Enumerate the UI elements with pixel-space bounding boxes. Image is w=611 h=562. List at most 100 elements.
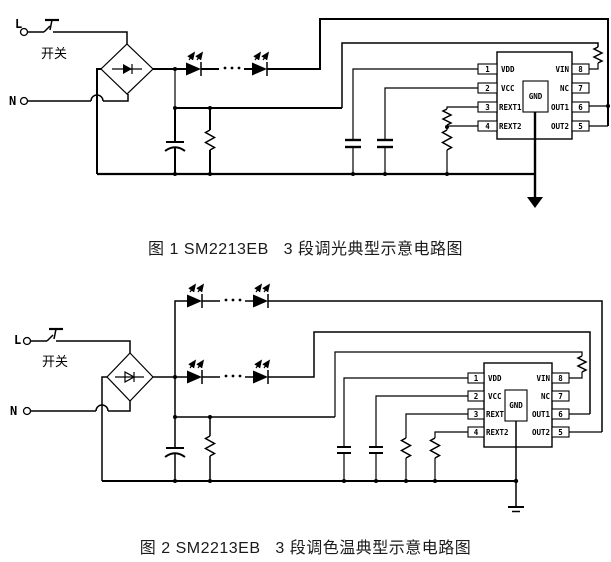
- earth-icon: [527, 197, 543, 208]
- pin-name-vcc: VCC: [501, 84, 515, 93]
- ic-sm2213eb: 1 2 3 4 8 7 6 5 VDD VCC REXT1 REXT2 VIN …: [477, 51, 590, 140]
- led-arrow-icon: [196, 283, 205, 293]
- pin-name-vdd: VDD: [501, 65, 515, 74]
- pin-number: 4: [485, 122, 490, 131]
- neutral-terminal-circle: [19, 96, 29, 106]
- pin-number: 1: [474, 374, 479, 383]
- junction-dot: [513, 478, 519, 484]
- vcc-capacitor: [369, 395, 468, 483]
- pin-number: 6: [578, 103, 583, 112]
- rext2-resistor: [428, 431, 468, 483]
- led-arrow-icon: [196, 359, 205, 369]
- led-arrow-icon: [262, 283, 271, 293]
- junction-dot: [351, 172, 355, 176]
- pin-name-vcc: VCC: [488, 392, 502, 401]
- led-return-wire: [267, 18, 609, 126]
- diode-icon: [124, 370, 136, 384]
- led-string-2: [153, 331, 591, 415]
- bleeder-resistor: [203, 417, 217, 483]
- led-arrow-icon: [261, 51, 270, 61]
- live-label: L: [15, 17, 22, 31]
- junction-dot: [342, 479, 346, 483]
- pin-name-out1: OUT1: [551, 103, 570, 112]
- pin-name-nc: NC: [541, 392, 550, 401]
- pin-name-rext2: REXT2: [499, 122, 522, 131]
- neutral-label: N: [10, 404, 17, 418]
- pin-name-out1: OUT1: [532, 410, 551, 419]
- switch-label: 开关: [42, 354, 68, 369]
- junction-dot: [173, 172, 177, 176]
- figure1-caption: 图 1 SM2213EB 3 段调光典型示意电路图: [148, 241, 463, 258]
- bleeder-resistor: [203, 108, 217, 176]
- led-arrow-icon: [254, 283, 263, 293]
- live-terminal: L: [15, 17, 44, 37]
- pin-name-rext2: REXT2: [486, 428, 509, 437]
- junction-dot: [374, 479, 378, 483]
- switch-label: 开关: [41, 46, 67, 61]
- neutral-label: N: [9, 94, 16, 108]
- pin-number: 7: [558, 392, 563, 401]
- vin-resistor: [334, 351, 588, 417]
- led-arrow-icon: [188, 359, 197, 369]
- pin-number: 7: [578, 84, 583, 93]
- ground-symbol: [527, 112, 543, 208]
- return-wire: [101, 376, 107, 481]
- figure2-caption: 图 2 SM2213EB 3 段调色温典型示意电路图: [139, 540, 472, 557]
- pin-name-vin: VIN: [536, 374, 550, 383]
- rext1-resistor: [399, 413, 468, 483]
- led-arrow-icon: [195, 51, 204, 61]
- pin-number: 6: [558, 410, 563, 419]
- live-label: L: [14, 333, 21, 347]
- led-string: [153, 18, 609, 126]
- junction-dot: [383, 172, 387, 176]
- live-terminal-circle: [22, 336, 32, 346]
- pin-number: 2: [474, 392, 479, 401]
- pin-name-rext1: REXT1: [486, 410, 509, 419]
- return-wire: [96, 68, 101, 174]
- vcc-capacitor: [377, 87, 478, 176]
- live-terminal: L: [14, 333, 47, 347]
- led-icon: [253, 294, 268, 308]
- pin-name-rext1: REXT1: [499, 103, 522, 112]
- power-switch: 开关: [42, 327, 131, 369]
- led-arrow-icon: [253, 51, 262, 61]
- neutral-terminal-circle: [22, 406, 32, 416]
- vdd-capacitor: [345, 68, 478, 176]
- pin-number: 8: [558, 374, 563, 383]
- vin-resistor: [341, 42, 604, 108]
- vdd-capacitor: [337, 377, 468, 483]
- led-string-1: [174, 283, 603, 433]
- led-icon: [187, 370, 202, 384]
- bridge-rectifier: [100, 43, 154, 95]
- bridge-rectifier: [106, 352, 154, 402]
- junction-dot: [173, 375, 177, 379]
- pin-number: 3: [474, 410, 479, 419]
- led-arrow-icon: [188, 283, 197, 293]
- junction-dot: [173, 479, 177, 483]
- pin-number: 2: [485, 84, 490, 93]
- pin-name-nc: NC: [560, 84, 569, 93]
- led-arrow-icon: [187, 51, 196, 61]
- junction-dot: [208, 172, 212, 176]
- smoothing-capacitor: [164, 108, 186, 176]
- ground-symbol: [508, 421, 524, 513]
- power-switch: 开关: [41, 18, 128, 61]
- junction-dot: [606, 104, 610, 108]
- pin-number: 4: [474, 428, 479, 437]
- led-icon: [253, 370, 268, 384]
- smoothing-capacitor: [164, 417, 186, 483]
- led-icon: [186, 62, 201, 76]
- neutral-terminal: N: [9, 94, 129, 108]
- pin-number: 3: [485, 103, 490, 112]
- junction-dot: [404, 479, 408, 483]
- pin-number: 5: [558, 428, 563, 437]
- rext-resistors: [440, 106, 478, 176]
- pin-number: 8: [578, 65, 583, 74]
- neutral-terminal: N: [10, 401, 131, 418]
- gnd-pad-label: GND: [529, 92, 543, 101]
- junction-dot: [208, 479, 212, 483]
- pin-name-vdd: VDD: [488, 374, 502, 383]
- figure2-schematic: L 开关 N: [10, 283, 603, 513]
- diode-icon: [123, 64, 132, 74]
